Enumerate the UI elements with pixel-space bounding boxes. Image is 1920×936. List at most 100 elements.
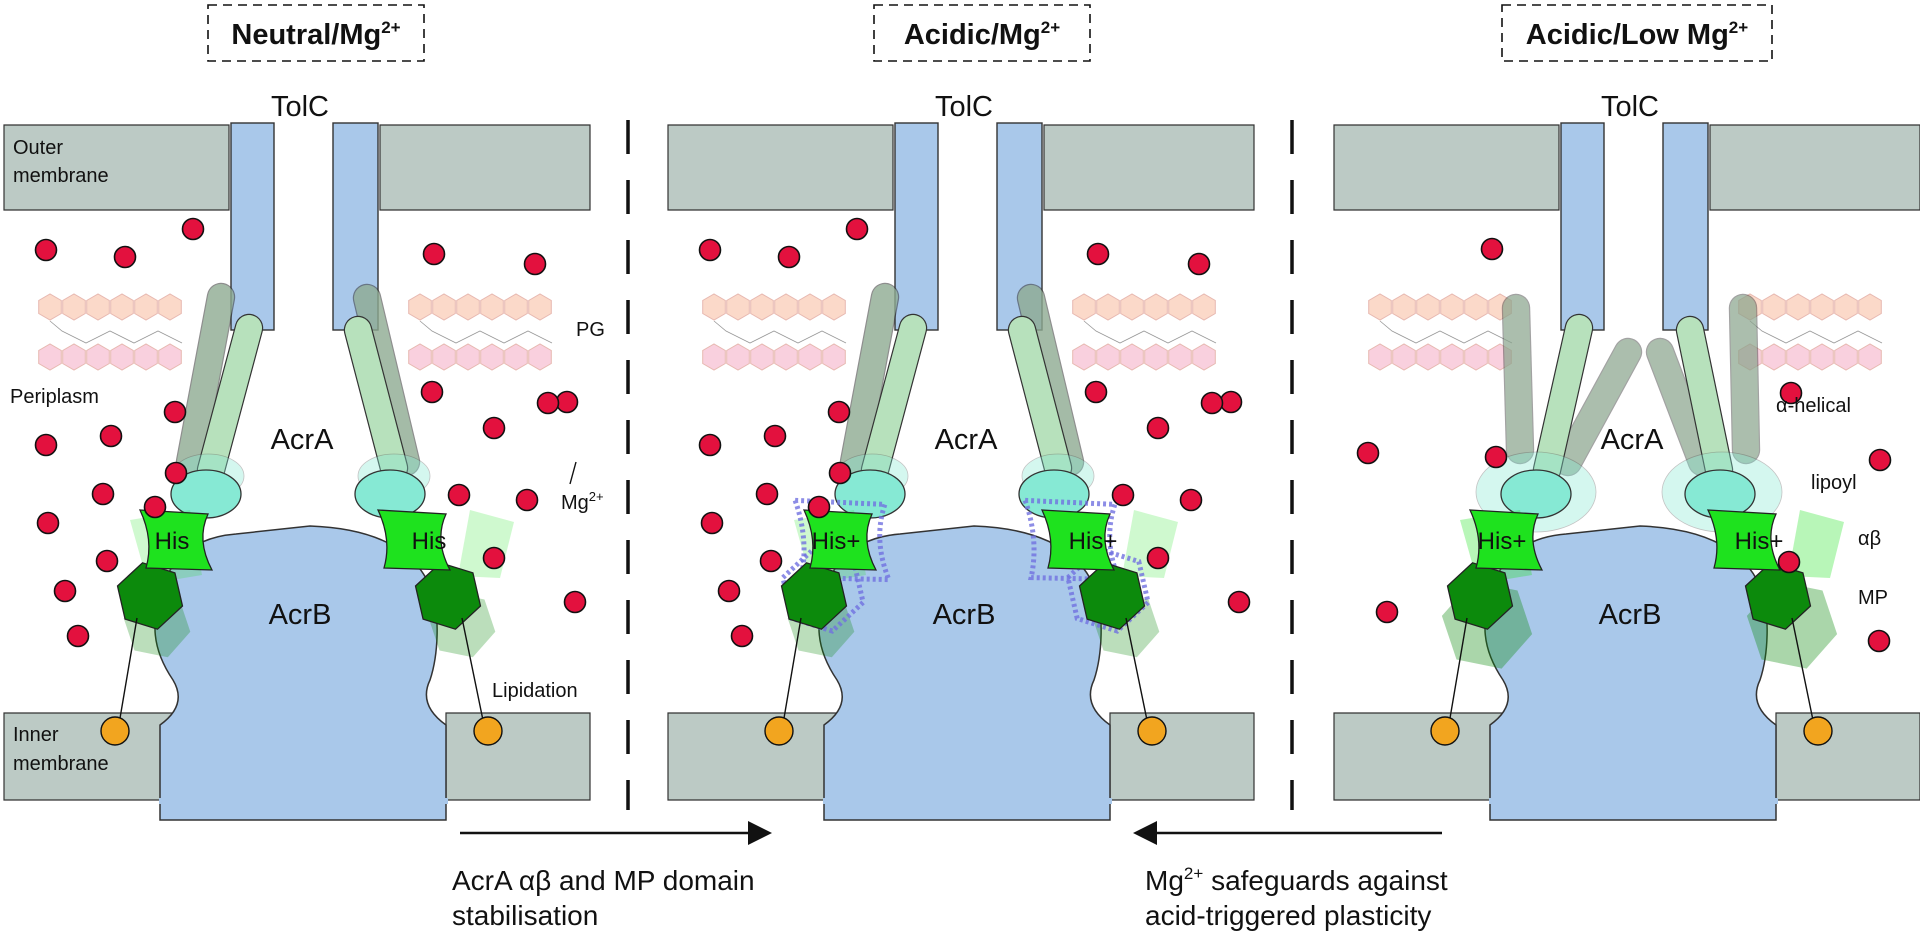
pg-hex bbox=[1834, 293, 1858, 321]
mg-ion bbox=[515, 488, 539, 512]
pg-crosslink bbox=[713, 320, 847, 344]
pg-hex bbox=[1144, 293, 1168, 321]
panel-title: Acidic/Low Mg2+ bbox=[1526, 18, 1748, 51]
pg-hex bbox=[432, 343, 456, 371]
mp-label: MP bbox=[1858, 587, 1888, 609]
mg-ion bbox=[1146, 546, 1170, 570]
mg-ion bbox=[755, 482, 779, 506]
pg-hex bbox=[1416, 343, 1440, 371]
ab-right-shadow bbox=[1122, 510, 1178, 578]
acrb-body bbox=[818, 525, 1111, 821]
mg-ion bbox=[422, 242, 446, 266]
pg-hex bbox=[1168, 343, 1192, 371]
mg-ion bbox=[1227, 590, 1251, 614]
stabilisation-arrow-head bbox=[748, 821, 772, 845]
mg-ion bbox=[1779, 381, 1803, 405]
lipid-tether-right bbox=[461, 617, 486, 731]
mg-ion bbox=[447, 483, 471, 507]
acra-left-hairpin-faint-a-outline bbox=[1501, 293, 1535, 465]
outer-membrane-label-line1: Outer bbox=[13, 137, 63, 159]
his-domain-right bbox=[1706, 509, 1782, 571]
mg-ion bbox=[555, 390, 579, 414]
pg-row-lower-right bbox=[1072, 343, 1216, 371]
tolc-left-wall bbox=[1560, 122, 1605, 331]
inner-membrane-left bbox=[1333, 712, 1504, 801]
mg-ion bbox=[763, 424, 787, 448]
mp-domain-left bbox=[116, 562, 184, 630]
mg-ion bbox=[53, 579, 77, 603]
lipid-tether-right bbox=[1791, 617, 1816, 731]
pg-row-upper-right bbox=[1738, 293, 1882, 321]
acra-left-hairpin-faint bbox=[177, 284, 234, 475]
tolc-right-wall bbox=[1662, 122, 1709, 331]
mg-ion bbox=[1480, 237, 1504, 261]
pg-row-lower-right bbox=[408, 343, 552, 371]
panel-title-sup: 2+ bbox=[1041, 18, 1060, 37]
pg-hex bbox=[1096, 293, 1120, 321]
pg-hex bbox=[1440, 293, 1464, 321]
lipid-tether-left bbox=[117, 617, 138, 731]
pg-hex bbox=[798, 343, 822, 371]
pg-hex bbox=[38, 343, 62, 371]
mg-ion bbox=[99, 424, 123, 448]
pg-hex bbox=[432, 293, 456, 321]
pg-hex bbox=[1144, 343, 1168, 371]
lipid-anchor-right bbox=[1803, 716, 1833, 746]
mg-ion bbox=[420, 380, 444, 404]
inner-membrane-label-line2: membrane bbox=[13, 753, 109, 775]
pg-hex bbox=[134, 293, 158, 321]
inner-membrane-label-line1: Inner bbox=[13, 724, 59, 746]
acrb-base-fill bbox=[159, 798, 448, 804]
mg-ion bbox=[827, 400, 851, 424]
outer-membrane-left bbox=[3, 124, 230, 211]
pg-hex bbox=[1738, 343, 1762, 371]
acra-left-hairpin bbox=[198, 315, 262, 483]
pg-crosslink bbox=[1083, 320, 1217, 344]
acra-right-hairpin bbox=[1677, 317, 1732, 483]
pg-hex bbox=[1392, 343, 1416, 371]
pg-hex bbox=[1192, 343, 1216, 371]
mg-ion bbox=[36, 511, 60, 535]
panel-title-sup: 2+ bbox=[1729, 18, 1748, 37]
panel-title-group-3: Acidic/Low Mg2+ bbox=[1501, 4, 1773, 62]
outer-membrane-right bbox=[379, 124, 591, 211]
mg-ion bbox=[482, 416, 506, 440]
mg-label-pointer bbox=[569, 461, 577, 485]
mg-ion bbox=[1219, 390, 1243, 414]
his-label-left: His bbox=[155, 528, 190, 555]
mg-ion bbox=[828, 461, 852, 485]
acid-glow-right-mp bbox=[1065, 546, 1151, 634]
pg-hex bbox=[86, 293, 110, 321]
pg-hex bbox=[1416, 293, 1440, 321]
pg-row-lower-left bbox=[38, 343, 182, 371]
pg-hex bbox=[798, 293, 822, 321]
his-label-right: His+ bbox=[1069, 528, 1118, 555]
pg-hex bbox=[110, 293, 134, 321]
caption-right-rest: safeguards against bbox=[1203, 865, 1448, 896]
pg-hex bbox=[528, 293, 552, 321]
mg-ion bbox=[1086, 242, 1110, 266]
his-label-right: His bbox=[412, 528, 447, 555]
acrb-label: AcrB bbox=[1599, 599, 1662, 631]
pg-label: PG bbox=[576, 319, 605, 341]
alpha-helical-label: α-helical bbox=[1776, 395, 1851, 417]
pg-row-upper-left bbox=[702, 293, 846, 321]
pg-hex bbox=[1072, 293, 1096, 321]
mg-ion bbox=[759, 549, 783, 573]
pg-hex bbox=[1368, 343, 1392, 371]
pg-hex bbox=[1858, 293, 1882, 321]
mg-ion bbox=[1484, 445, 1508, 469]
outer-membrane-right bbox=[1709, 124, 1920, 211]
mg-ion bbox=[34, 433, 58, 457]
his-domain-right bbox=[1040, 509, 1116, 571]
pg-hex bbox=[1762, 343, 1786, 371]
mg-ion bbox=[717, 579, 741, 603]
pg-hex bbox=[822, 343, 846, 371]
pg-hex bbox=[456, 293, 480, 321]
acra-left-hairpin-faint-b-outline bbox=[1553, 337, 1643, 477]
pg-hex bbox=[774, 343, 798, 371]
panel-title: Acidic/Mg2+ bbox=[904, 18, 1060, 51]
